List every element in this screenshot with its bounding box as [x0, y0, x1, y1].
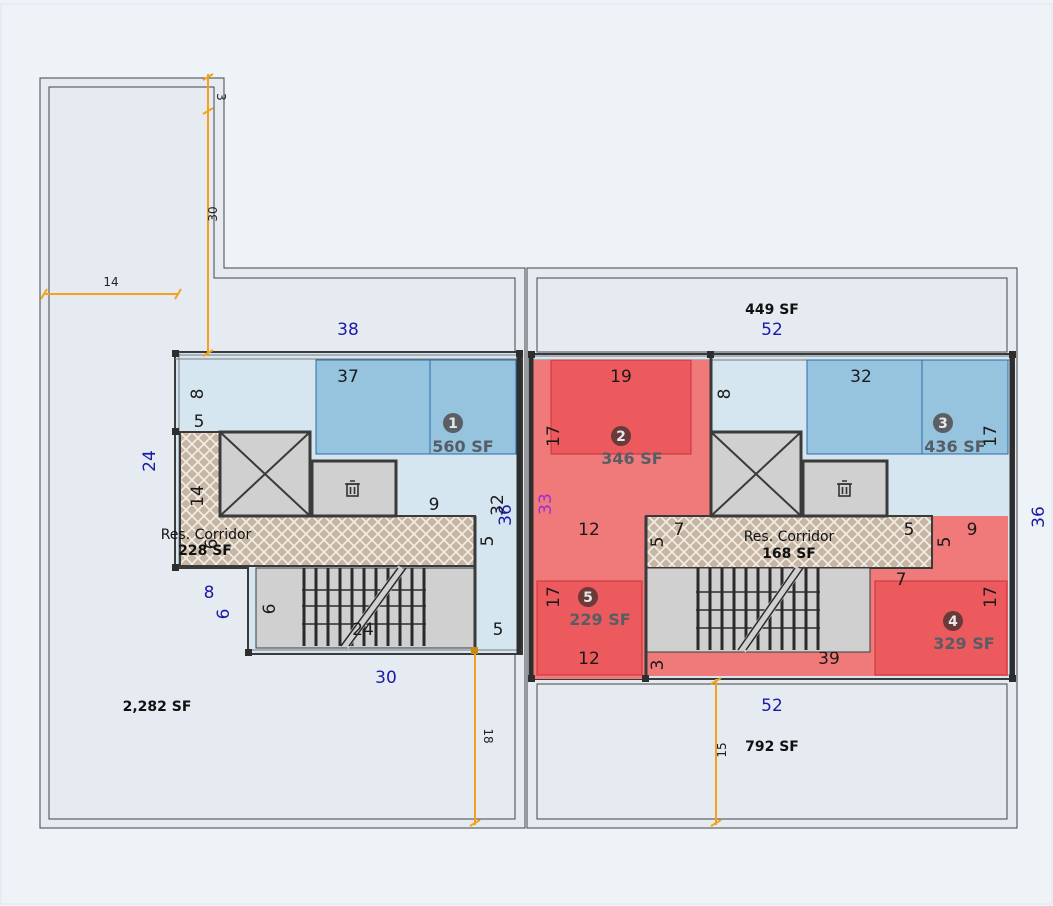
dim-r17b: 17: [981, 425, 1001, 447]
dim-r7b: 7: [896, 570, 907, 590]
dim-left-bottom: 30: [375, 668, 397, 688]
unit-4-number: 4: [948, 614, 958, 630]
trash-icon: [345, 480, 360, 497]
dim-right-top: 52: [761, 320, 783, 340]
dim-r32: 32: [850, 367, 872, 387]
dim-r5b: 5: [904, 520, 915, 540]
dim-right-bottom: 52: [761, 696, 783, 716]
unit-2-area: 346 SF: [601, 449, 662, 468]
dim-r12b: 12: [578, 649, 600, 669]
unit-5-area: 229 SF: [569, 610, 630, 629]
elevator-x-icon: [218, 430, 312, 518]
dim-32: 32: [488, 494, 508, 516]
corridor-left-area: 228 SF: [178, 543, 232, 559]
unit-badge-5: [578, 587, 598, 607]
elevator-x-icon: [709, 430, 803, 518]
dim-r12: 12: [578, 520, 600, 540]
dim-r39: 39: [818, 649, 840, 669]
dim-r8: 8: [715, 389, 735, 400]
dim-right-side: 36: [1029, 506, 1049, 528]
dim-r3: 3: [648, 660, 668, 671]
top-right-lot-area: 449 SF: [745, 302, 799, 318]
dim-14: 14: [188, 485, 208, 507]
unit-badge-4: [943, 611, 963, 631]
dim-left-b8: 8: [204, 583, 215, 603]
unit-3-area: 436 SF: [924, 437, 985, 456]
dim-o3: 3: [214, 93, 228, 101]
stair-icon: [645, 565, 871, 653]
dim-5c: 5: [493, 620, 504, 640]
dim-r17d: 17: [981, 586, 1001, 608]
dim-37: 37: [337, 367, 359, 387]
dim-r9: 9: [967, 520, 978, 540]
unit-1[interactable]: [315, 359, 517, 455]
dim-o15: 15: [715, 742, 729, 757]
dim-o18: 18: [481, 728, 495, 743]
dim-left-top: 38: [337, 320, 359, 340]
unit-5-number: 5: [583, 590, 593, 606]
dim-left-b6: 6: [214, 609, 234, 620]
dim-r5: 5: [648, 537, 668, 548]
dim-6: 6: [202, 539, 222, 550]
dim-5b: 5: [478, 536, 498, 547]
dim-8: 8: [188, 389, 208, 400]
trash-room-right: [801, 459, 889, 518]
left-lot-area: 2,282 SF: [123, 699, 192, 715]
dim-o14: 14: [103, 275, 118, 289]
dim-left-side: 24: [140, 450, 160, 472]
unit-badge-1: [443, 413, 463, 433]
unit-2-number: 2: [616, 429, 626, 445]
unit-3[interactable]: [806, 359, 1009, 455]
dim-5: 5: [194, 412, 205, 432]
unit-badge-3: [933, 413, 953, 433]
dim-r5c: 5: [935, 537, 955, 548]
dim-mid-purple: 33: [536, 493, 556, 515]
dim-9: 9: [429, 495, 440, 515]
dim-r7: 7: [674, 520, 685, 540]
dim-19: 19: [610, 367, 632, 387]
unit-1-area: 560 SF: [432, 437, 493, 456]
unit-3-number: 3: [938, 416, 948, 432]
dim-6c: 6: [260, 604, 280, 615]
dim-left-inner-side: 36: [496, 504, 516, 526]
corridor-right-area: 168 SF: [762, 546, 816, 562]
bottom-right-lot-area: 792 SF: [745, 739, 799, 755]
stair-icon: [255, 565, 475, 649]
dim-17: 17: [544, 425, 564, 447]
unit-1-number: 1: [448, 416, 458, 432]
dimension-lines: [40, 73, 722, 827]
corridor-left-label: Res. Corridor: [161, 527, 252, 543]
trash-icon: [837, 480, 852, 497]
dim-r17c: 17: [544, 586, 564, 608]
unit-badge-2: [611, 426, 631, 446]
dim-o30: 30: [206, 206, 220, 221]
unit-4-zone[interactable]: [646, 516, 1008, 676]
corridor-right-label: Res. Corridor: [744, 529, 835, 545]
unit-4-area: 329 SF: [933, 634, 994, 653]
dim-24: 24: [352, 620, 374, 640]
